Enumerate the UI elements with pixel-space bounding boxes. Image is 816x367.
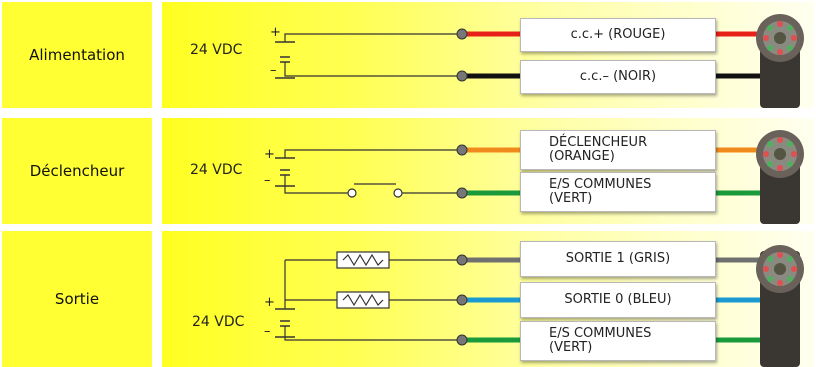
sensor-connector-image	[756, 130, 804, 224]
voltage-label: 24 VDC	[192, 314, 245, 330]
trigger-wiring-svg	[275, 144, 762, 199]
terminal-dot	[456, 294, 468, 306]
minus-sign: –	[264, 173, 271, 188]
row-label-sortie: Sortie	[2, 231, 152, 367]
terminal-dot	[456, 144, 468, 156]
wire-plus	[284, 149, 462, 158]
terminal-dot	[456, 334, 468, 346]
row-label-declencheur: Déclencheur	[2, 118, 152, 224]
row-label-text: Sortie	[54, 290, 100, 308]
output-wiring-svg	[275, 251, 762, 346]
wire-minus	[284, 175, 348, 194]
wire-plus	[284, 33, 462, 42]
wire-label-common: E/S COMMUNES (VERT)	[520, 172, 716, 212]
wire-label-line2: (VERT)	[549, 191, 593, 206]
wire-label-text: c.c.+ (ROUGE)	[570, 27, 666, 42]
wire-label-output1: SORTIE 1 (GRIS)	[520, 241, 716, 277]
terminal-dot	[456, 28, 468, 40]
power-wiring-panel: 24 VDC + – c.c.+ (ROUGE) c.c.– (NOIR)	[162, 2, 814, 108]
wire-label-common: E/S COMMUNES (VERT)	[520, 321, 716, 361]
wire-label-text: SORTIE 1 (GRIS)	[565, 251, 671, 266]
wire-label-dc-minus: c.c.– (NOIR)	[520, 60, 716, 94]
sensor-connector-image	[756, 14, 804, 108]
wire-label-text: c.c.– (NOIR)	[579, 69, 657, 84]
row-label-text: Alimentation	[29, 46, 125, 64]
wire-label-line1: E/S COMMUNES	[549, 326, 652, 341]
wire-label-line1: DÉCLENCHEUR	[549, 135, 648, 150]
row-label-alimentation: Alimentation	[2, 2, 152, 108]
voltage-label: 24 VDC	[190, 42, 243, 58]
resistor-symbol-icon	[336, 291, 390, 309]
plus-sign: +	[264, 295, 275, 310]
row-label-text: Déclencheur	[29, 162, 125, 180]
resistor-symbol-icon	[336, 251, 390, 269]
wire-minus	[284, 62, 462, 77]
wire-label-line2: (VERT)	[549, 340, 593, 355]
wire-label-line1: E/S COMMUNES	[549, 177, 652, 192]
terminal-dot	[456, 70, 468, 82]
wire-label-trigger: DÉCLENCHEUR (ORANGE)	[520, 130, 716, 170]
terminal-dot	[456, 254, 468, 266]
wire-label-dc-plus: c.c.+ (ROUGE)	[520, 18, 716, 52]
wire-label-output0: SORTIE 0 (BLEU)	[520, 282, 716, 318]
voltage-label: 24 VDC	[190, 162, 243, 178]
terminal-dot	[456, 187, 468, 199]
sensor-connector-image	[756, 245, 804, 367]
wire-label-text: SORTIE 0 (BLEU)	[564, 292, 672, 307]
wire-minus	[284, 326, 462, 341]
minus-sign: –	[270, 63, 277, 78]
plus-sign: +	[270, 25, 281, 40]
power-wiring-svg	[275, 28, 762, 82]
trigger-wiring-panel: 24 VDC + – DÉCLENCHEUR (ORANGE) E/S COMM…	[162, 118, 814, 224]
output-wiring-panel: 24 VDC + – SORTIE 1 (GRIS) SORTIE 0 (BLE…	[162, 231, 814, 367]
minus-sign: –	[264, 324, 271, 339]
wire-label-line2: (ORANGE)	[549, 149, 615, 164]
switch-symbol-icon	[347, 183, 403, 198]
plus-sign: +	[264, 147, 275, 162]
